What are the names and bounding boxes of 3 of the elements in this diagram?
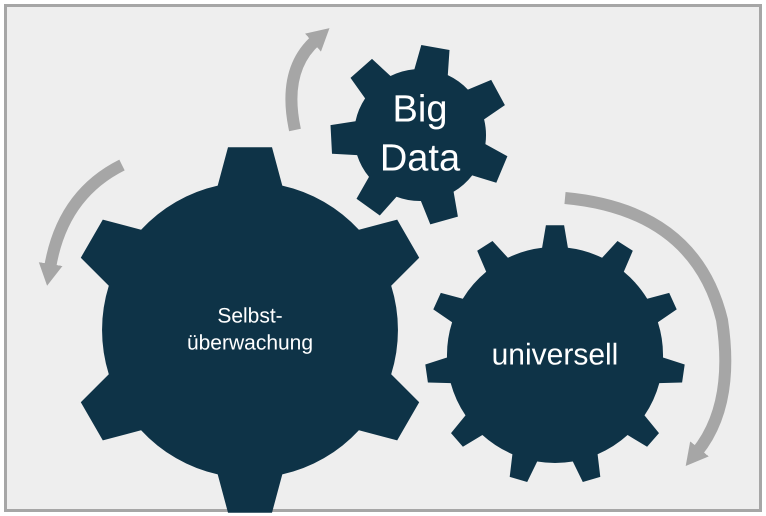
gear-label: universell [490,338,620,374]
gear-label: Selbst- überwachung [186,304,314,357]
gear-label: Big Data [378,88,462,182]
